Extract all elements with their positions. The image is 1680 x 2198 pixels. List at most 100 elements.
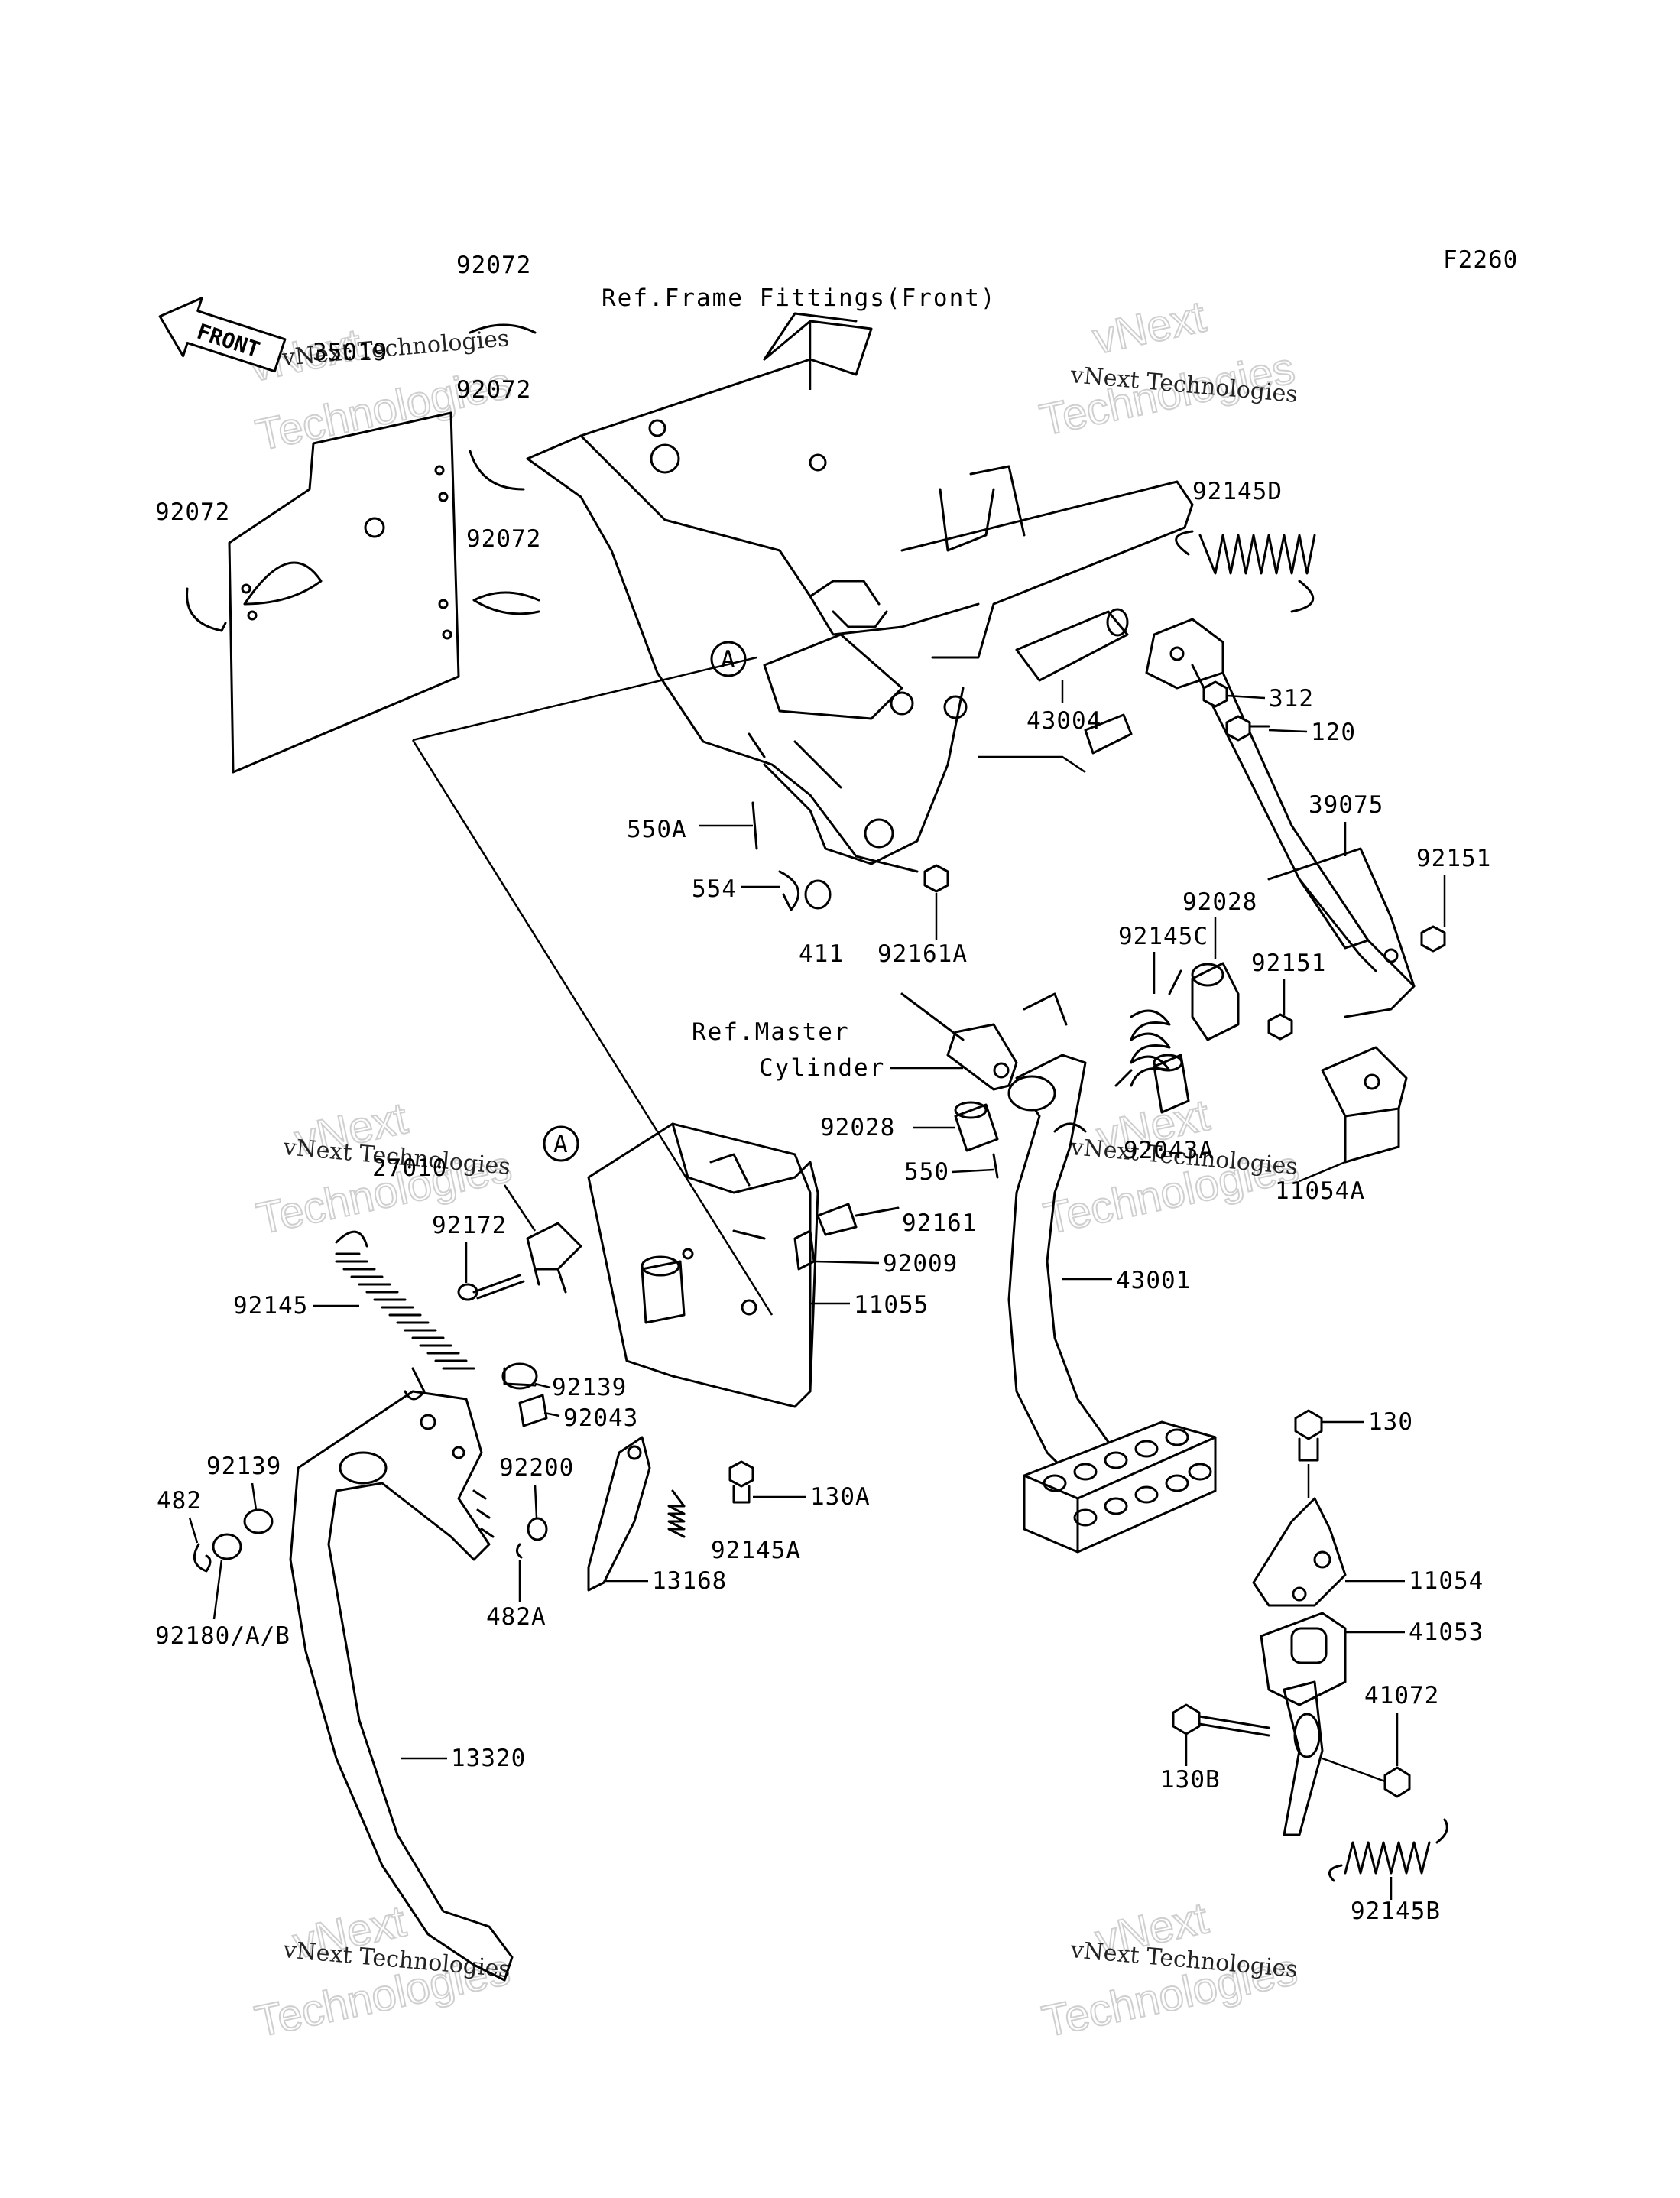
label-35019: 35019 xyxy=(313,339,388,366)
label-482A: 482A xyxy=(486,1603,546,1631)
bolt-130 xyxy=(1294,1409,1323,1462)
front-arrow-icon: FRONT xyxy=(158,297,287,373)
spring-92145B xyxy=(1328,1818,1448,1882)
pin-92043 xyxy=(518,1394,548,1427)
label-550A: 550A xyxy=(627,816,687,843)
label-92043: 92043 xyxy=(563,1404,638,1432)
watermark-big-3: vNext xyxy=(1088,291,1210,363)
label-39075: 39075 xyxy=(1309,791,1383,819)
bracket-11055 xyxy=(587,1122,819,1408)
label-92072-a: 92072 xyxy=(456,252,531,279)
label-92151-a: 92151 xyxy=(1416,845,1491,872)
label-41072: 41072 xyxy=(1364,1682,1439,1709)
label-92043A: 92043A xyxy=(1124,1137,1214,1164)
pedal-pad-holes xyxy=(1043,1428,1212,1527)
label-13168: 13168 xyxy=(652,1567,727,1595)
label-43004: 43004 xyxy=(1026,707,1101,735)
washer-92200 xyxy=(527,1517,548,1541)
ref-frame-fittings: Ref.Frame Fittings(Front) xyxy=(602,284,997,312)
label-92180: 92180/A/B xyxy=(155,1622,290,1650)
label-27010: 27010 xyxy=(372,1154,447,1182)
pedal-bracket-frame xyxy=(526,312,1194,873)
switch-27010 xyxy=(526,1222,582,1294)
clip-554 xyxy=(778,870,799,911)
label-92072-d: 92072 xyxy=(155,498,230,526)
spring-92145 xyxy=(335,1230,475,1401)
callout-a-top-label: A xyxy=(721,646,736,674)
ref-master-line2: Cylinder xyxy=(759,1054,885,1082)
label-411: 411 xyxy=(799,940,844,968)
label-130: 130 xyxy=(1368,1408,1413,1436)
label-92145: 92145 xyxy=(233,1292,308,1320)
bracket-11054A xyxy=(1321,1046,1408,1164)
label-92145A: 92145A xyxy=(711,1537,801,1564)
boss-bushing xyxy=(641,1255,686,1324)
label-312: 312 xyxy=(1269,685,1314,713)
bushing-92139-a xyxy=(501,1362,538,1390)
washer-411 xyxy=(804,879,832,910)
bushing-92028-a xyxy=(1191,962,1240,1041)
clip-92072-c xyxy=(472,591,540,615)
callout-a-bottom xyxy=(543,1125,579,1162)
label-92161A: 92161A xyxy=(877,940,968,968)
label-130B: 130B xyxy=(1160,1766,1221,1794)
label-92161: 92161 xyxy=(902,1209,977,1237)
clip-92072-d xyxy=(186,587,227,632)
label-554: 554 xyxy=(692,875,737,903)
bolt-92151-b xyxy=(1267,1013,1293,1041)
label-11054A: 11054A xyxy=(1275,1177,1365,1205)
label-92028-a: 92028 xyxy=(1182,888,1257,916)
label-92072-b: 92072 xyxy=(456,376,531,404)
label-11055: 11055 xyxy=(854,1291,929,1319)
leader-frame-to-pin xyxy=(978,755,1086,774)
circlip-482 xyxy=(193,1543,212,1573)
watermark-top-right: vNext Technologies xyxy=(1035,291,1300,446)
label-120: 120 xyxy=(1311,719,1356,746)
spring-92145A xyxy=(667,1489,686,1538)
cotter-pin-550A xyxy=(751,801,758,850)
bolt-92151-a xyxy=(1420,925,1446,953)
bushing-92028-b xyxy=(954,1101,999,1152)
nut-92161A xyxy=(923,864,949,893)
bracket-11054 xyxy=(1252,1497,1347,1607)
bolt-120 xyxy=(1225,715,1270,742)
cotter-pin-550 xyxy=(992,1153,999,1179)
label-92009: 92009 xyxy=(883,1250,958,1278)
clip-92072-b xyxy=(469,450,525,491)
cover-plate-35019 xyxy=(228,411,460,774)
label-92072-c: 92072 xyxy=(466,525,541,553)
label-92145D: 92145D xyxy=(1192,478,1283,505)
screw-92172 xyxy=(457,1274,525,1301)
label-92028-b: 92028 xyxy=(820,1114,895,1141)
label-92139-a: 92139 xyxy=(552,1374,627,1401)
washer-92180 xyxy=(212,1533,242,1560)
spring-92145C xyxy=(1114,969,1182,1087)
label-41053: 41053 xyxy=(1409,1618,1484,1646)
label-550: 550 xyxy=(904,1158,949,1186)
callout-a-bottom-label: A xyxy=(553,1131,569,1158)
label-92139-b: 92139 xyxy=(206,1453,281,1480)
lever-13320 xyxy=(289,1390,514,1982)
spring-92145D xyxy=(1175,530,1316,613)
bushing-92139-b xyxy=(243,1508,274,1534)
callout-a-top xyxy=(710,641,747,677)
figure-code: F2260 xyxy=(1443,246,1518,274)
label-130A: 130A xyxy=(810,1483,871,1511)
pin-92161 xyxy=(816,1203,900,1236)
leader-frame-to-bracket xyxy=(411,656,774,1316)
circlip-482A xyxy=(516,1543,523,1559)
label-43001: 43001 xyxy=(1116,1267,1191,1294)
pin-92043A xyxy=(1153,1054,1190,1114)
label-92172: 92172 xyxy=(432,1212,507,1239)
lever-41072-arm xyxy=(1283,1680,1324,1836)
clip-92072-a xyxy=(469,323,537,334)
label-482: 482 xyxy=(157,1487,202,1515)
brake-pedal-43001 xyxy=(1007,992,1217,1554)
bolt-130B xyxy=(1172,1703,1270,1737)
label-92145C: 92145C xyxy=(1118,923,1208,950)
master-cylinder-rod xyxy=(900,992,1018,1091)
ratchet-13168 xyxy=(587,1436,651,1592)
label-13320: 13320 xyxy=(451,1745,526,1772)
label-11054: 11054 xyxy=(1409,1567,1484,1595)
